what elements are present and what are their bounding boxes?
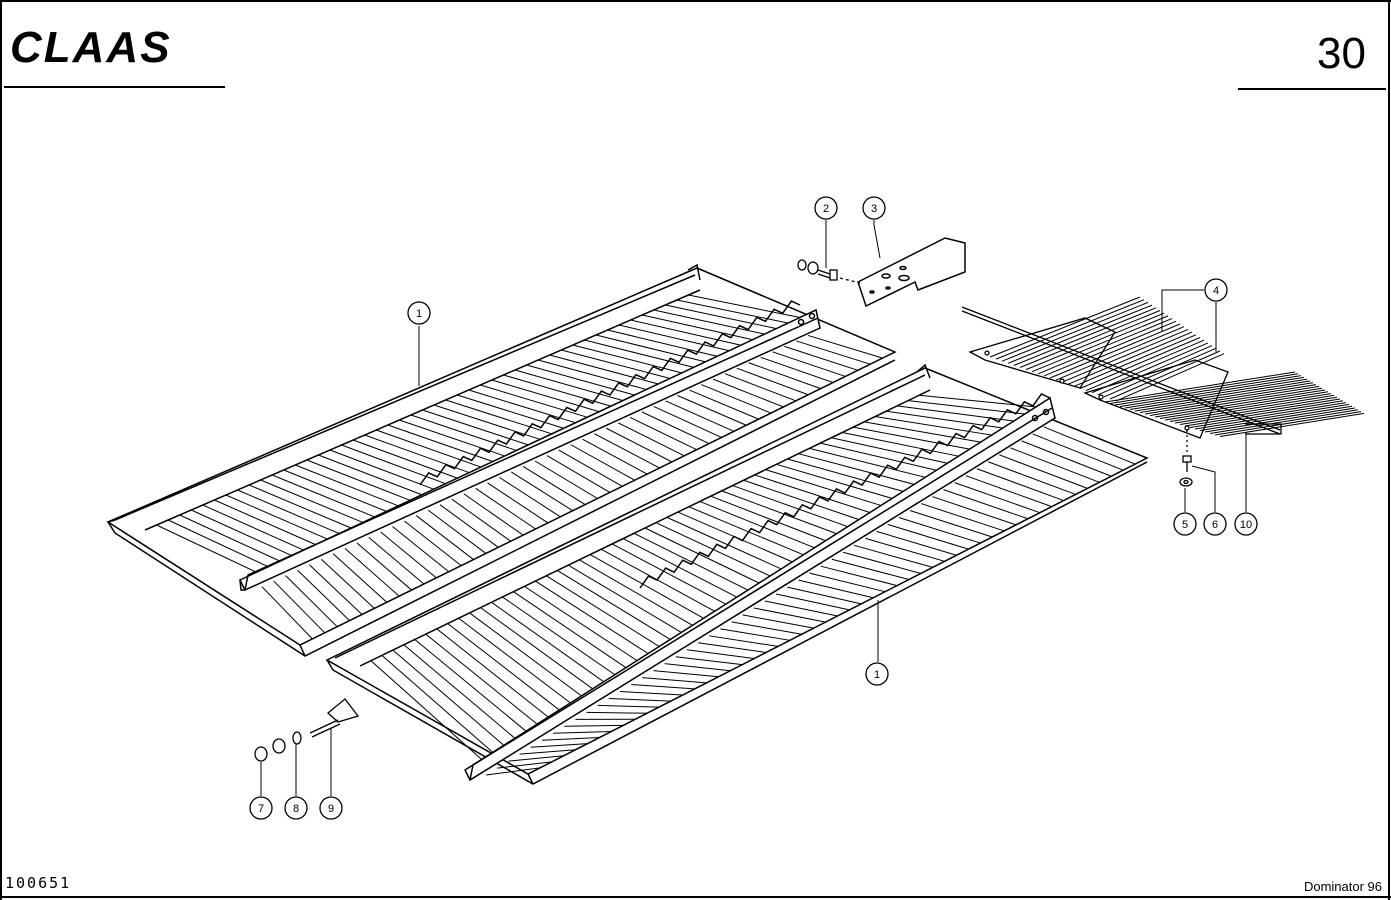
bottom-hardware xyxy=(254,698,360,762)
callout-9: 9 xyxy=(319,796,343,820)
svg-text:9: 9 xyxy=(328,803,334,815)
svg-text:3: 3 xyxy=(871,203,877,215)
model-name: Dominator 96 xyxy=(1304,879,1382,894)
callout-1-left: 1 xyxy=(407,301,431,325)
screw-and-washer xyxy=(1179,430,1193,487)
bolt-with-nut xyxy=(797,259,861,284)
svg-text:1: 1 xyxy=(874,669,880,681)
svg-text:6: 6 xyxy=(1212,519,1218,531)
callout-10: 10 xyxy=(1234,512,1258,536)
svg-text:10: 10 xyxy=(1240,519,1252,531)
callout-2: 2 xyxy=(814,196,838,220)
svg-text:4: 4 xyxy=(1213,285,1219,297)
callout-3: 3 xyxy=(862,196,886,220)
right-sieve-pan xyxy=(325,363,1149,785)
bracket-plate xyxy=(857,237,966,308)
svg-text:1: 1 xyxy=(416,308,422,320)
left-sieve-teeth xyxy=(419,300,801,486)
claas-logo: CLAAS xyxy=(10,23,172,72)
callout-1-right: 1 xyxy=(865,662,889,686)
svg-text:7: 7 xyxy=(258,803,264,815)
left-sieve-slats xyxy=(156,294,883,640)
callout-5: 5 xyxy=(1173,512,1197,536)
drawing-number: 100651 xyxy=(5,874,71,892)
svg-text:8: 8 xyxy=(293,803,299,815)
svg-text:2: 2 xyxy=(823,203,829,215)
callout-7: 7 xyxy=(249,796,273,820)
callout-6: 6 xyxy=(1203,512,1227,536)
page-number: 30 xyxy=(1317,29,1366,78)
right-sieve-teeth xyxy=(639,393,1051,589)
left-sieve-pan xyxy=(106,263,897,657)
right-sieve-slats xyxy=(370,394,1136,776)
callout-4: 4 xyxy=(1204,278,1228,302)
svg-text:5: 5 xyxy=(1182,519,1188,531)
callout-8: 8 xyxy=(284,796,308,820)
finger-grate-assembly xyxy=(961,296,1365,439)
leader-lines xyxy=(260,220,1247,796)
grate-fingers xyxy=(989,296,1365,437)
